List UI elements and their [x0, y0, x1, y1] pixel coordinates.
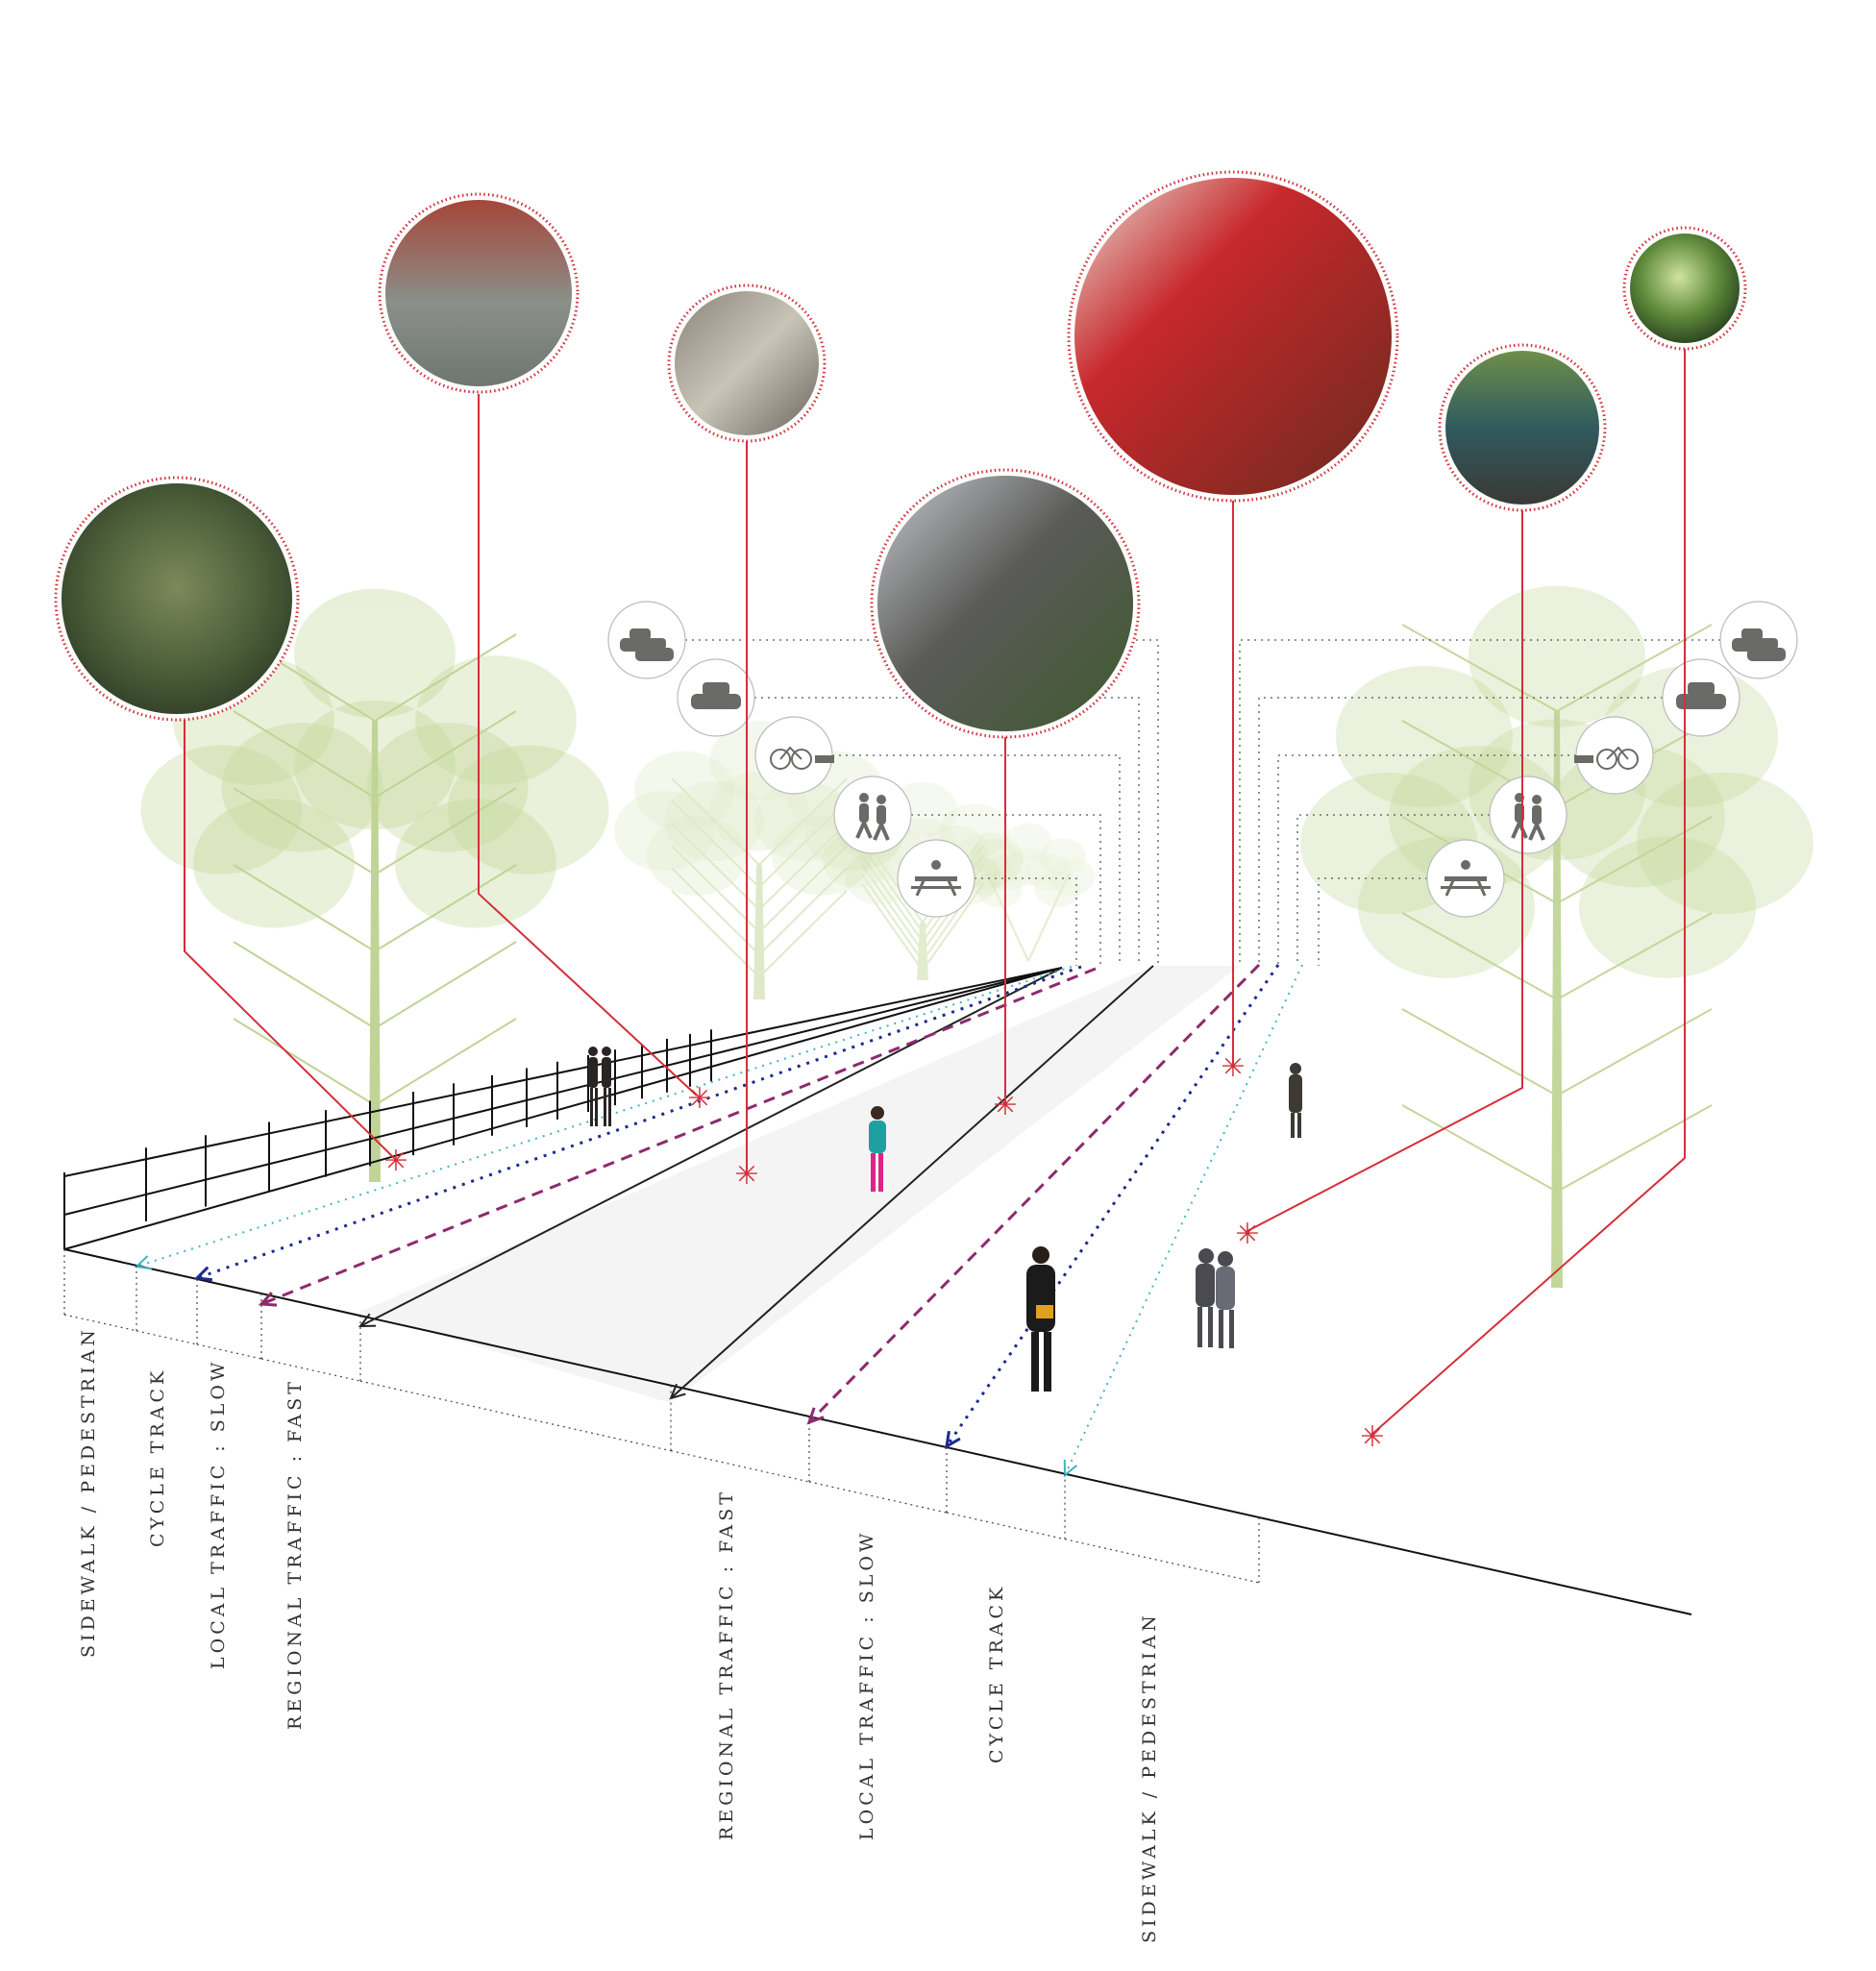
woman-with-bag-figure [1026, 1246, 1055, 1392]
car-pair-icon [607, 601, 686, 679]
mode-leader-right [1277, 754, 1576, 966]
asterisk-icon: ✳ [734, 1158, 758, 1192]
dimension-span [808, 1481, 948, 1514]
photo-callouts [54, 170, 1747, 739]
dimension-ticks [63, 1249, 1260, 1587]
mode-leader-left [685, 639, 1159, 966]
car-icon [677, 658, 755, 737]
railing-fence [63, 967, 1063, 1249]
local-slow-lane-left [260, 967, 1097, 1306]
bicycle-icon [1574, 716, 1654, 795]
picnic-table-icon [897, 839, 975, 918]
callout-line [478, 394, 698, 1096]
sidewalk-lane-right [1064, 964, 1303, 1476]
tree-mid-3 [961, 823, 1096, 962]
regional-fast-lane-left-arrowhead [358, 1313, 377, 1328]
section-baseline [63, 967, 1692, 1615]
photo-park-lawn [1622, 226, 1747, 351]
local-slow-lane-left-arrowhead [258, 1292, 278, 1307]
dimension-span [946, 1512, 1066, 1540]
dimension-span [196, 1343, 262, 1360]
dimension-span [63, 1314, 137, 1332]
callout-line [184, 711, 395, 1159]
photo-callout-lines: ✳ ✳ ✳ ✳ ✳ ✳ ✳ [184, 343, 1686, 1454]
label-left-cycle-track: CYCLE TRACK [147, 1367, 168, 1547]
cycle-track-left [196, 965, 1082, 1280]
asterisk-icon: ✳ [687, 1082, 711, 1116]
tree-left [140, 588, 609, 1182]
photo-sidewalk-cafe [1067, 170, 1399, 503]
label-left-local-slow: LOCAL TRAFFIC : SLOW [208, 1359, 229, 1669]
mode-leader-right [1258, 697, 1663, 966]
asterisk-icon: ✳ [1235, 1218, 1259, 1251]
label-right-local-slow: LOCAL TRAFFIC : SLOW [856, 1530, 877, 1840]
callout-line [1245, 503, 1523, 1233]
photo-food-truck [1438, 343, 1607, 512]
tree-mid-2 [822, 781, 1024, 980]
dimension-span [1064, 1539, 1260, 1584]
pedestrians-icon [833, 776, 912, 854]
woman-crossing-figure [869, 1106, 886, 1192]
mode-leader-left [911, 814, 1101, 966]
photo-street-market [870, 468, 1141, 739]
asterisk-icon: ✳ [993, 1089, 1017, 1122]
cycle-track-right [945, 964, 1280, 1447]
bicycle-icon [754, 716, 834, 795]
local-slow-lane-right [807, 963, 1261, 1424]
sidewalk-lane-left-arrowhead [134, 1255, 152, 1270]
photo-cyclist [378, 192, 580, 394]
car-pair-icon [1719, 601, 1798, 679]
label-right-regional-fast: REGIONAL TRAFFIC : FAST [716, 1489, 737, 1840]
sidewalk-lane-right-arrowhead [1063, 1459, 1078, 1478]
cycle-track-left-arrowhead [193, 1266, 213, 1282]
lane-labels: SIDEWALK / PEDESTRIAN CYCLE TRACK LOCAL … [78, 1326, 1160, 1943]
asterisk-icon: ✳ [1360, 1420, 1384, 1454]
mode-leader-left [832, 754, 1121, 966]
road-surface [360, 966, 1240, 1403]
mode-leader-left [975, 877, 1077, 966]
dimension-span [260, 1358, 361, 1382]
pedestrians-icon [1489, 776, 1567, 854]
mode-icons-right [1426, 601, 1798, 918]
mode-icons-left [607, 601, 975, 918]
label-right-cycle-track: CYCLE TRACK [986, 1584, 1007, 1763]
asterisk-icon: ✳ [383, 1145, 407, 1178]
label-right-sidewalk: SIDEWALK / PEDESTRIAN [1139, 1612, 1160, 1943]
cycle-track-right-arrowhead [945, 1430, 961, 1449]
walking-pair-figure [1196, 1248, 1235, 1348]
traffic-lane-lines [134, 963, 1303, 1478]
dimension-span [136, 1330, 198, 1345]
couple-on-sidewalk-figure [588, 1047, 611, 1126]
people-figures [588, 1047, 1302, 1392]
picnic-table-icon [1426, 839, 1505, 918]
photo-joggers [54, 476, 300, 722]
dimension-span [670, 1450, 810, 1483]
mode-leader-lines [685, 639, 1720, 966]
dimension-span [359, 1380, 672, 1452]
photo-bike-share-rack [667, 283, 827, 443]
regional-fast-lane-left [359, 967, 1063, 1327]
mode-leader-left [754, 697, 1140, 966]
mode-leader-right [1318, 877, 1427, 966]
label-left-regional-fast: REGIONAL TRAFFIC : FAST [284, 1378, 306, 1730]
regional-fast-lane-right [670, 965, 1154, 1399]
man-standing-figure [1289, 1063, 1302, 1138]
callout-line [1370, 343, 1686, 1436]
asterisk-icon: ✳ [1221, 1050, 1245, 1084]
car-icon [1662, 658, 1740, 737]
label-left-sidewalk: SIDEWALK / PEDESTRIAN [78, 1326, 99, 1658]
